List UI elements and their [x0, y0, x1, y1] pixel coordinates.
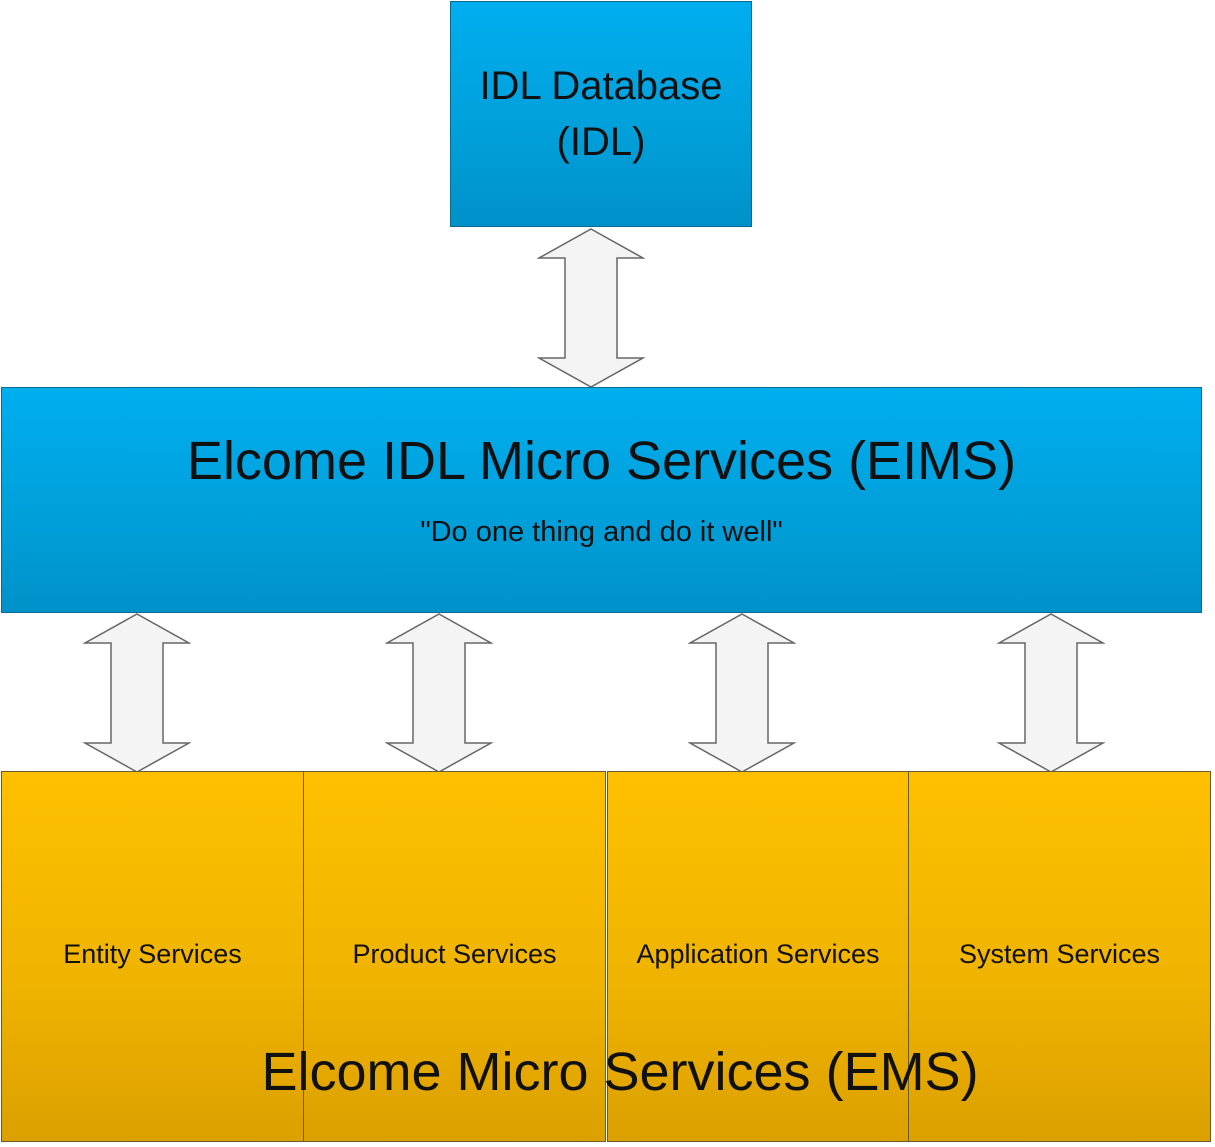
- system-services-label: System Services: [958, 939, 1161, 969]
- double-arrow-icon-product: [385, 613, 493, 773]
- idl-database-title: IDL Database: [479, 64, 723, 108]
- entity-services-label: Entity Services: [63, 939, 242, 969]
- eims-box: Elcome IDL Micro Services (EIMS) "Do one…: [1, 387, 1202, 613]
- system-services-box: System Services: [908, 771, 1211, 1142]
- double-arrow-icon-system: [997, 613, 1105, 773]
- product-services-label: Product Services: [352, 939, 557, 969]
- eims-motto: "Do one thing and do it well": [420, 516, 783, 548]
- double-arrow-icon-entity: [83, 613, 191, 773]
- entity-services-box: Entity Services: [1, 771, 304, 1142]
- product-services-box: Product Services: [303, 771, 606, 1142]
- idl-database-box: IDL Database (IDL): [450, 1, 752, 227]
- idl-database-abbrev: (IDL): [556, 120, 646, 164]
- eims-title: Elcome IDL Micro Services (EIMS): [186, 431, 1017, 491]
- double-arrow-icon-idl-eims: [537, 228, 645, 388]
- application-services-box: Application Services: [607, 771, 909, 1142]
- double-arrow-icon-application: [688, 613, 796, 773]
- application-services-label: Application Services: [636, 939, 880, 969]
